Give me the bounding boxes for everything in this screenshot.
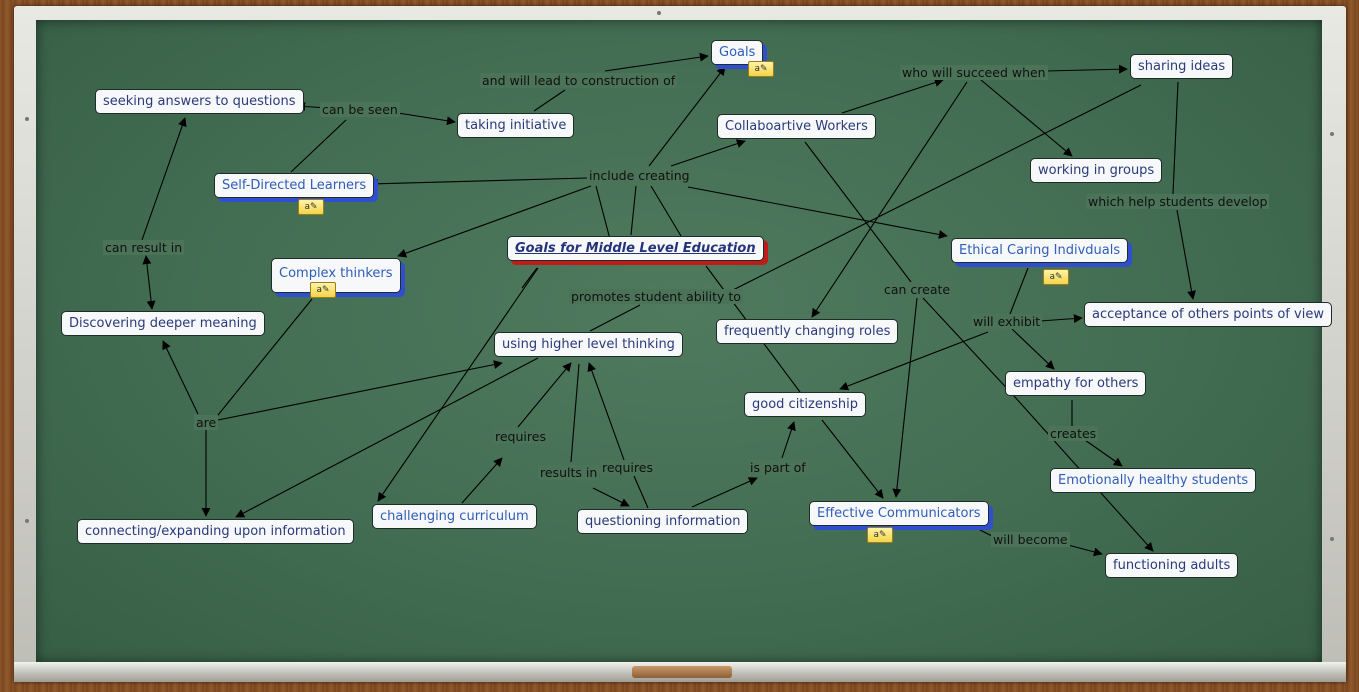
link-succeed-when: who will succeed when (900, 65, 1048, 80)
link-will-become: will become (991, 532, 1070, 547)
concept-sharing-ideas[interactable]: sharing ideas (1130, 54, 1233, 79)
link-requires-1: requires (493, 429, 548, 444)
concept-ethical-caring[interactable]: Ethical Caring Indivduals (951, 238, 1128, 263)
link-can-be-seen: can be seen (320, 102, 400, 117)
link-results-in: results in (538, 465, 599, 480)
concept-working-in-groups[interactable]: working in groups (1030, 158, 1162, 183)
concept-taking-initiative[interactable]: taking initiative (457, 113, 574, 138)
concept-discovering-meaning[interactable]: Discovering deeper meaning (61, 311, 265, 336)
link-requires-2: requires (600, 460, 655, 475)
concept-empathy[interactable]: empathy for others (1005, 371, 1146, 396)
link-are: are (194, 415, 218, 430)
concept-collaborative-workers[interactable]: Collaboartive Workers (717, 114, 876, 139)
note-icon[interactable]: a✎ (1043, 269, 1069, 285)
concept-seeking-answers[interactable]: seeking answers to questions (95, 89, 304, 114)
concept-questioning-info[interactable]: questioning information (577, 509, 748, 534)
concept-changing-roles[interactable]: frequently changing roles (716, 319, 898, 344)
concept-main-topic[interactable]: Goals for Middle Level Education (507, 236, 764, 261)
concept-emotionally-healthy[interactable]: Emotionally healthy students (1050, 468, 1256, 493)
link-which-help: which help students develop (1086, 194, 1269, 209)
link-include-creating: include creating (587, 168, 692, 183)
link-lead-to: and will lead to construction of (480, 73, 677, 88)
concept-connecting-info[interactable]: connecting/expanding upon information (77, 519, 354, 544)
note-icon[interactable]: a✎ (298, 199, 324, 215)
link-creates: creates (1048, 426, 1098, 441)
concept-self-directed-learners[interactable]: Self-Directed Learners (214, 173, 374, 198)
note-icon[interactable]: a✎ (310, 282, 336, 298)
concept-good-citizenship[interactable]: good citizenship (744, 392, 866, 417)
link-can-create: can create (882, 282, 952, 297)
concept-effective-communicators[interactable]: Effective Communicators (809, 501, 989, 526)
link-promotes: promotes student ability to (569, 289, 743, 304)
concept-challenging-curriculum[interactable]: challenging curriculum (372, 504, 537, 529)
link-is-part-of: is part of (748, 460, 808, 475)
link-can-result-in: can result in (103, 240, 184, 255)
concept-acceptance[interactable]: acceptance of others points of view (1084, 302, 1332, 327)
link-will-exhibit: will exhibit (971, 314, 1042, 329)
note-icon[interactable]: a✎ (748, 61, 774, 77)
note-icon[interactable]: a✎ (867, 527, 893, 543)
concept-functioning-adults[interactable]: functioning adults (1105, 553, 1238, 578)
concept-higher-thinking[interactable]: using higher level thinking (494, 332, 683, 357)
